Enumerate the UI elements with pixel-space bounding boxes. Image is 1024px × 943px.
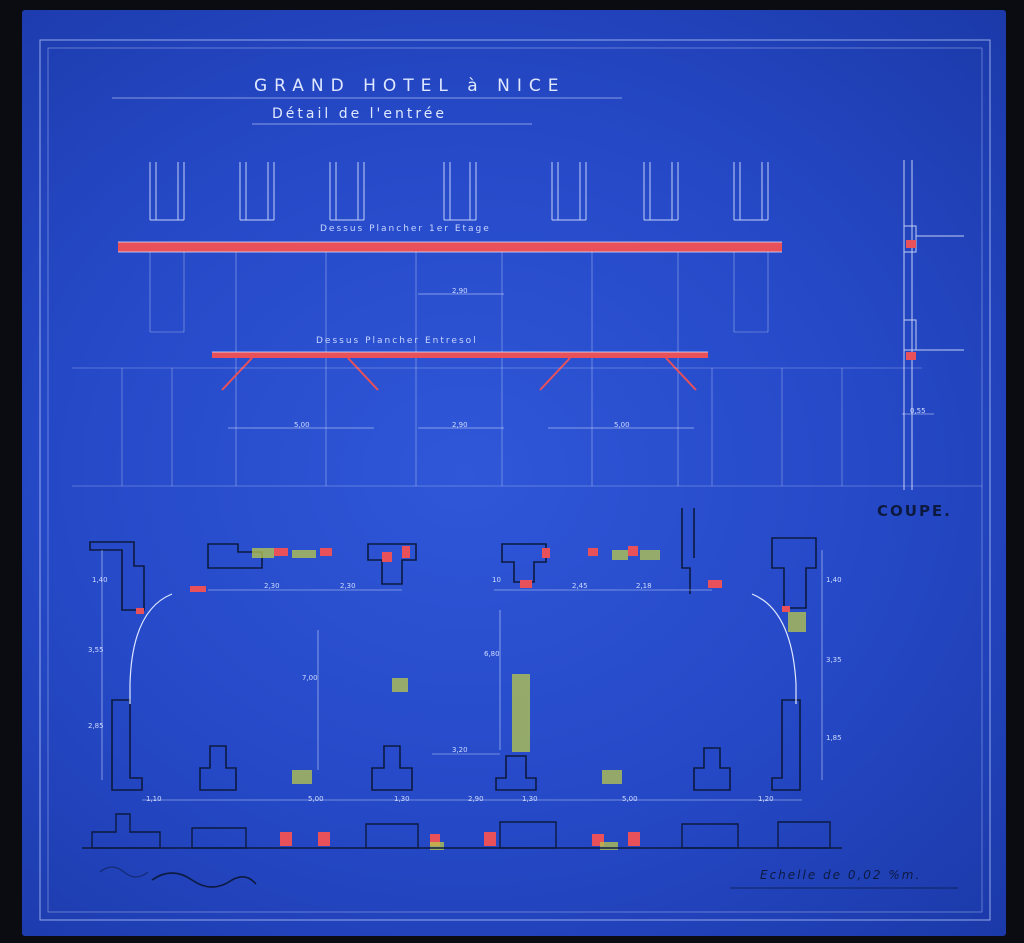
dim-label: 2,30 bbox=[264, 582, 280, 590]
inner-frame bbox=[47, 47, 983, 913]
page-subtitle: Détail de l'entrée bbox=[272, 106, 448, 122]
dim-label: 1,40 bbox=[92, 576, 108, 584]
entresol-label: Dessus Plancher Entresol bbox=[316, 336, 478, 346]
entresol-band bbox=[212, 352, 708, 358]
dim-label: 2,85 bbox=[88, 722, 104, 730]
dim-label: 2,90 bbox=[452, 421, 468, 429]
elevation-pilasters bbox=[149, 252, 769, 486]
dim-label: 0,55 bbox=[910, 407, 926, 415]
foundation-plan bbox=[82, 813, 842, 849]
dim-label: 6,80 bbox=[484, 650, 500, 658]
dim-label: 2,45 bbox=[572, 582, 588, 590]
plan-hatch bbox=[252, 548, 806, 850]
side-section bbox=[903, 160, 964, 490]
dim-label: 5,00 bbox=[294, 421, 310, 429]
dim-label: 3,20 bbox=[452, 746, 468, 754]
dim-label: 3,55 bbox=[88, 646, 104, 654]
section-label: COUPE. bbox=[877, 502, 952, 520]
floor1-label: Dessus Plancher 1er Etage bbox=[320, 224, 491, 234]
floor1-band bbox=[118, 242, 782, 252]
dim-label: 2,90 bbox=[468, 795, 484, 803]
ground-elevation bbox=[72, 367, 982, 487]
dim-label: 5,00 bbox=[622, 795, 638, 803]
dim-label: 3,35 bbox=[826, 656, 842, 664]
dim-label: 1,40 bbox=[826, 576, 842, 584]
dim-label: 1,10 bbox=[146, 795, 162, 803]
plan-red-fills bbox=[136, 546, 790, 846]
blueprint-sheet: GRAND HOTEL à NICE Détail de l'entrée De… bbox=[22, 10, 1006, 936]
plan-dim-lines bbox=[101, 550, 823, 801]
scale-label: Echelle de 0,02 %m. bbox=[760, 868, 922, 882]
dim-label: 2,18 bbox=[636, 582, 652, 590]
dim-label: 7,00 bbox=[302, 674, 318, 682]
signature bbox=[151, 872, 257, 888]
dim-label: 1,30 bbox=[394, 795, 410, 803]
upper-windows bbox=[149, 162, 769, 221]
dim-label: 2,30 bbox=[340, 582, 356, 590]
dim-label: 10 bbox=[492, 576, 501, 584]
dim-label: 1,20 bbox=[758, 795, 774, 803]
page-title: GRAND HOTEL à NICE bbox=[254, 76, 566, 96]
dim-label: 2,90 bbox=[452, 287, 468, 295]
dim-label: 1,30 bbox=[522, 795, 538, 803]
elevation-dim-lines bbox=[228, 293, 694, 429]
dim-label: 5,00 bbox=[614, 421, 630, 429]
dim-label: 5,00 bbox=[308, 795, 324, 803]
outer-frame bbox=[39, 39, 991, 921]
curved-corners bbox=[129, 593, 797, 704]
dim-label: 1,85 bbox=[826, 734, 842, 742]
drawing-canvas bbox=[39, 39, 991, 921]
entresol-brackets bbox=[221, 357, 697, 391]
